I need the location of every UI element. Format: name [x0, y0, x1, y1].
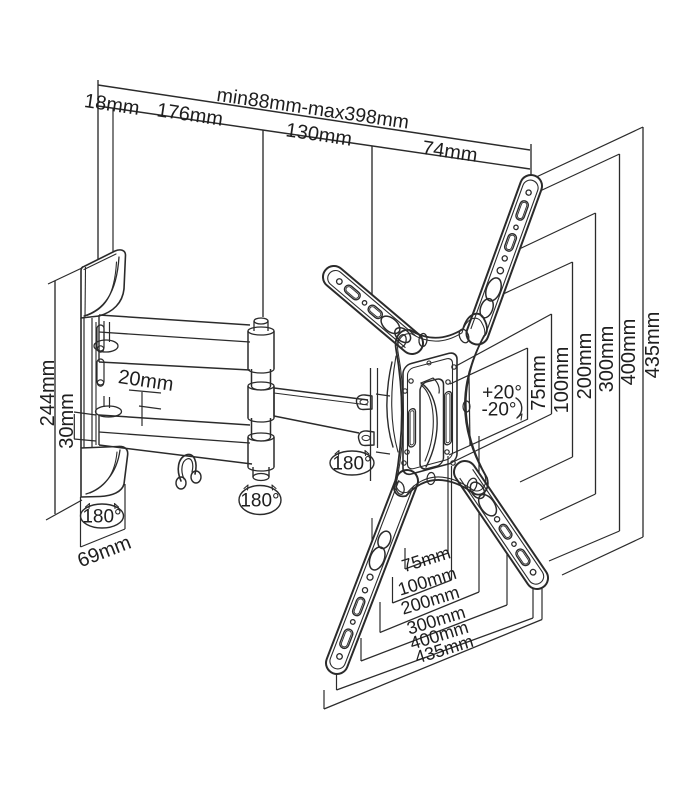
- svg-text:+20°: +20°: [482, 383, 522, 404]
- svg-text:100mm: 100mm: [551, 347, 573, 414]
- svg-text:300mm: 300mm: [596, 326, 618, 393]
- svg-text:180°: 180°: [82, 507, 121, 528]
- svg-text:180°: 180°: [240, 491, 279, 512]
- svg-text:30mm: 30mm: [56, 393, 78, 449]
- svg-text:400mm: 400mm: [618, 319, 640, 386]
- svg-text:200mm: 200mm: [574, 333, 596, 400]
- svg-text:244mm: 244mm: [37, 360, 59, 427]
- svg-text:180°: 180°: [332, 454, 371, 475]
- svg-text:75mm: 75mm: [528, 355, 550, 411]
- svg-text:-20°: -20°: [481, 400, 516, 421]
- svg-text:435mm: 435mm: [642, 312, 664, 379]
